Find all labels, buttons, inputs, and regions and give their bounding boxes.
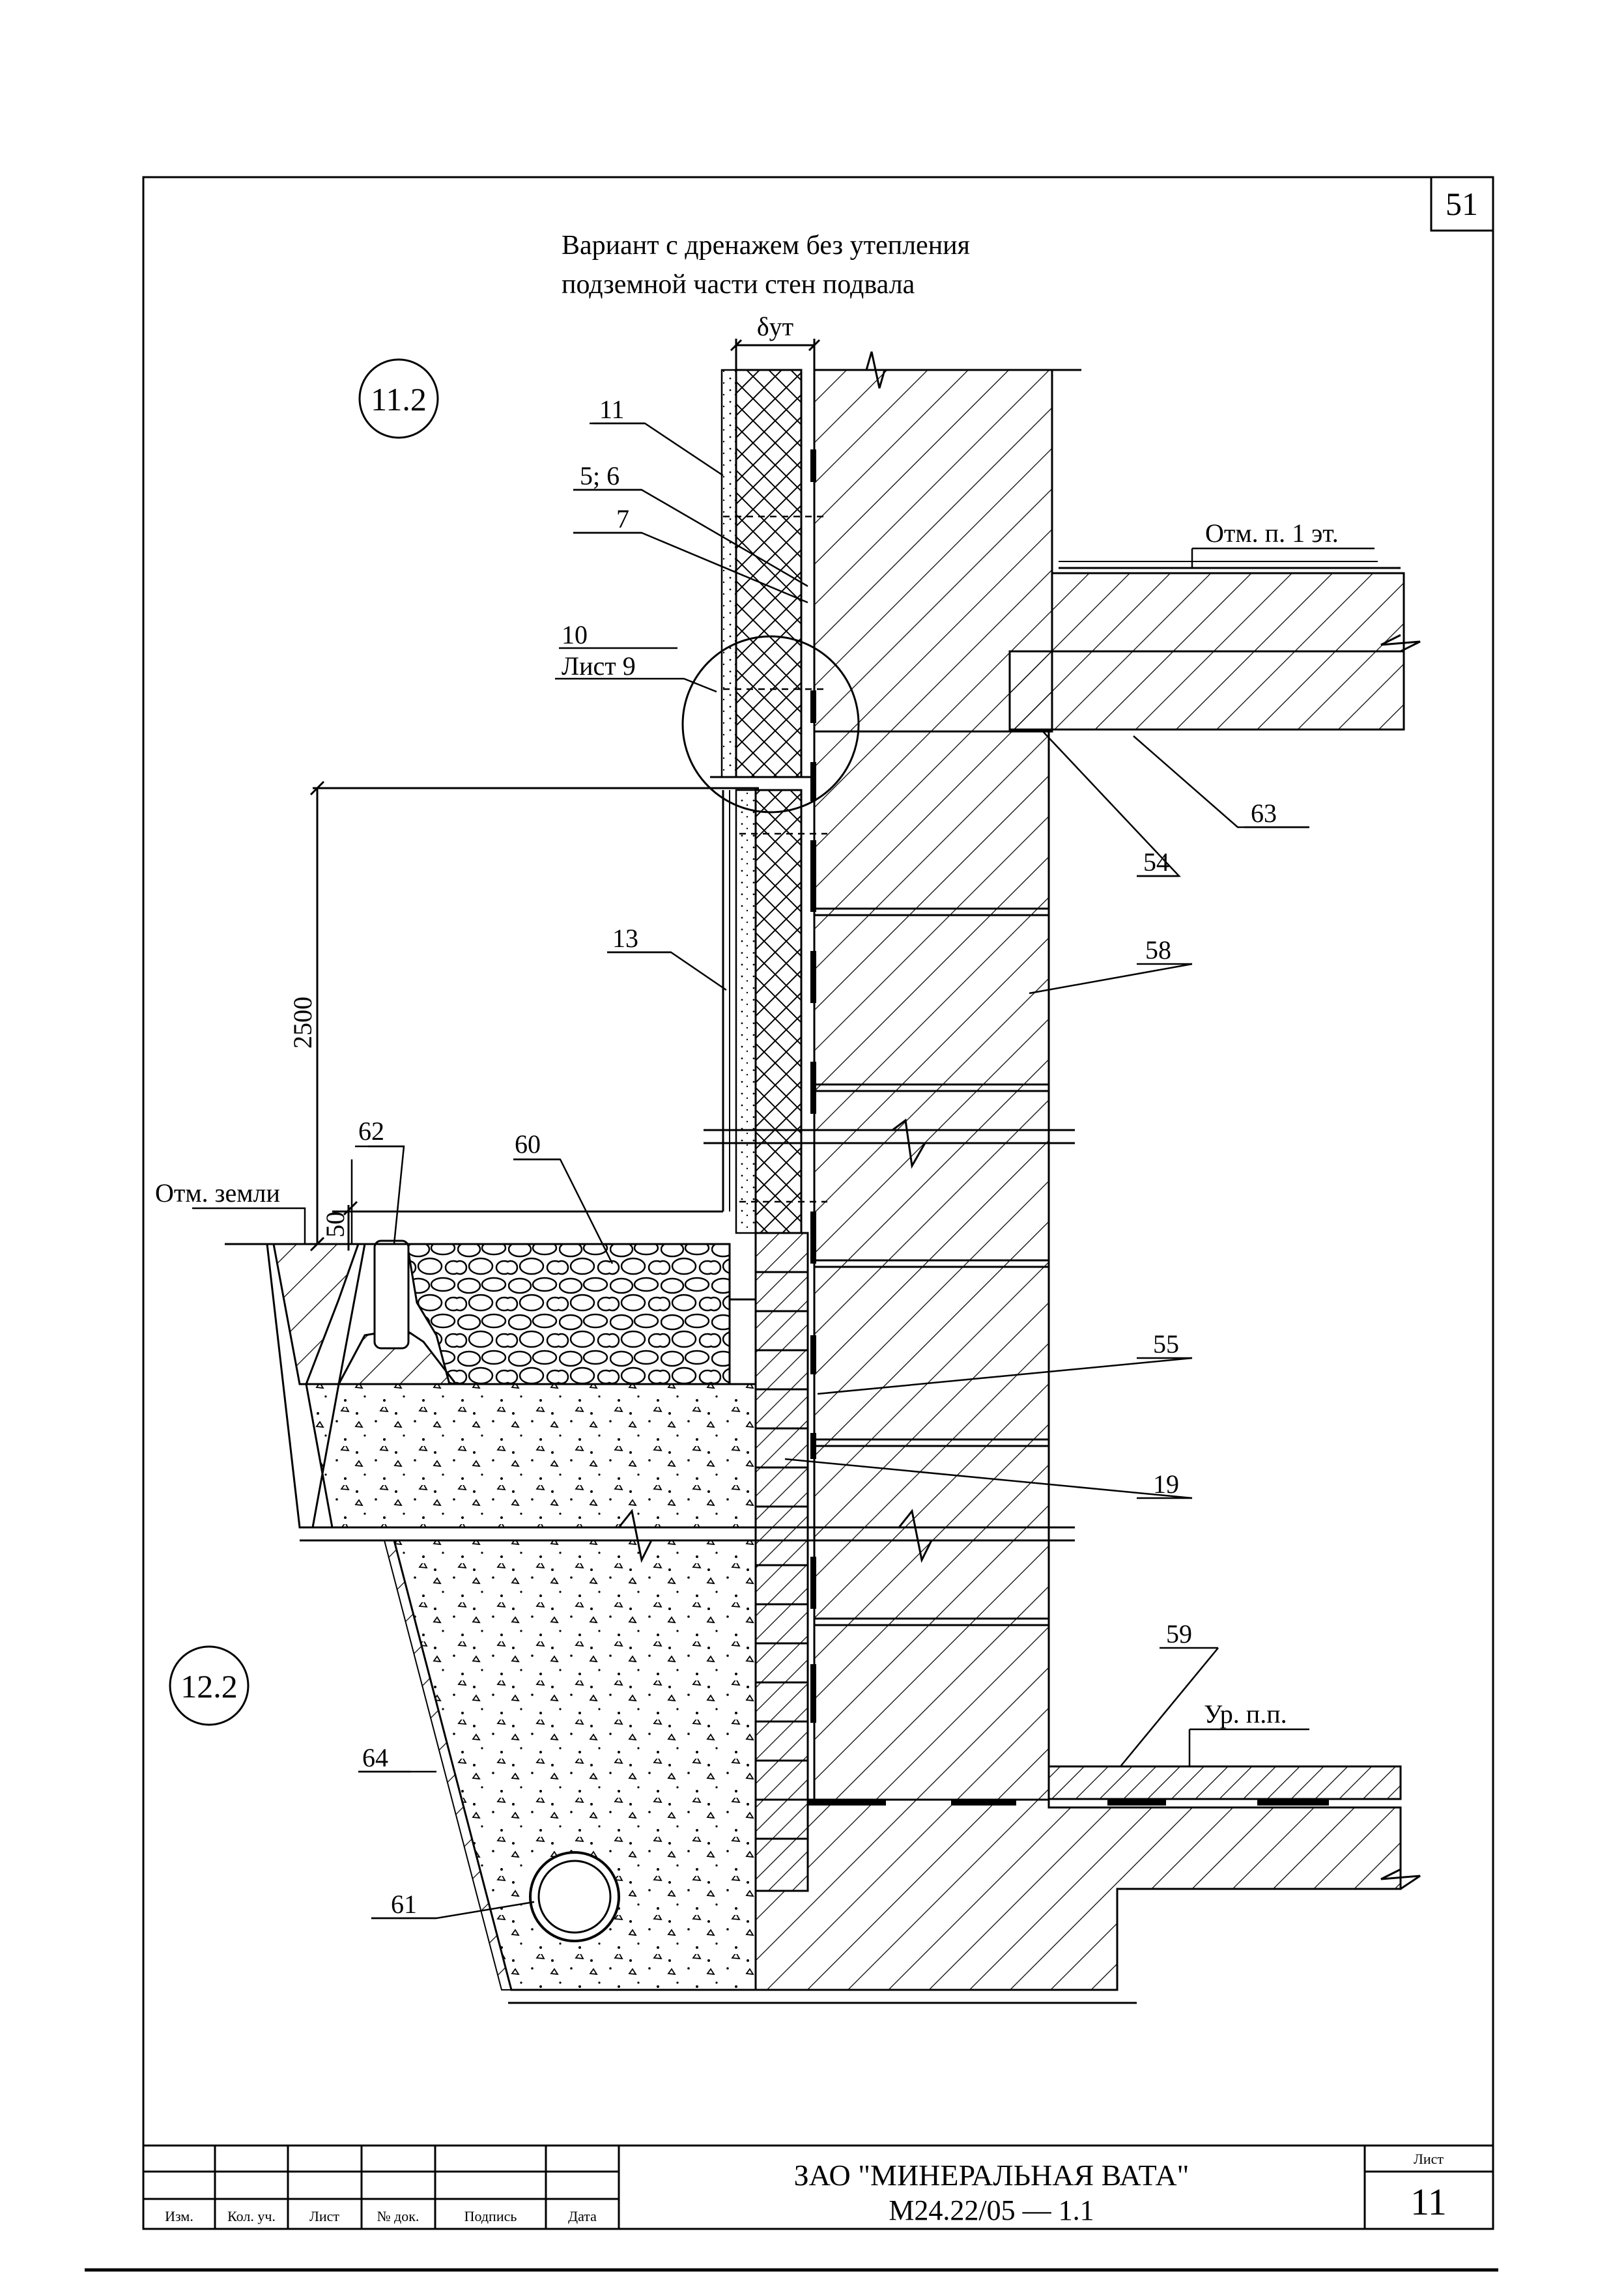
- floor-beam: [1008, 650, 1405, 731]
- basement-floor-slab: [1047, 1765, 1402, 1800]
- label-10: 10: [562, 620, 588, 649]
- foundation: [754, 1798, 1402, 1991]
- basement-wall: [813, 730, 1050, 1801]
- foundation-break: [1380, 1868, 1421, 1890]
- tb-col-doc: № док.: [377, 2208, 420, 2224]
- label-7: 7: [616, 504, 629, 533]
- tb-col-izm: Изм.: [165, 2208, 193, 2224]
- sheet-number-top: 51: [1446, 186, 1478, 222]
- tb-sheet-value: 11: [1410, 2181, 1447, 2223]
- tb-col-sign: Подпись: [464, 2208, 517, 2224]
- tb-col-kol: Кол. уч.: [227, 2208, 276, 2224]
- upper-wall-top-break: [814, 351, 1081, 389]
- title-line2: подземной части стен подвала: [562, 270, 915, 300]
- label-62: 62: [358, 1116, 384, 1146]
- vent-62: [373, 1240, 410, 1350]
- tb-col-date: Дата: [568, 2208, 597, 2224]
- label-61: 61: [391, 1890, 417, 1919]
- label-11: 11: [599, 395, 625, 424]
- label-64: 64: [362, 1743, 388, 1772]
- floor-slab: [1051, 572, 1405, 653]
- label-5-6: 5; 6: [580, 461, 620, 490]
- leader-underlines: [355, 422, 1309, 1920]
- svg-text:11.2: 11.2: [371, 381, 427, 418]
- dim-2500: [309, 780, 759, 1252]
- title-block: [142, 2144, 1494, 2230]
- label-63: 63: [1251, 799, 1277, 828]
- drain-pipe-inner: [537, 1860, 612, 1934]
- label-59: 59: [1166, 1619, 1192, 1649]
- dim-2500-label: 2500: [288, 997, 317, 1049]
- soil-embankment-lower: [383, 1540, 513, 1991]
- dim-50-label: 50: [321, 1211, 350, 1238]
- anchor-dashes: [723, 515, 827, 1203]
- plaster-upper: [720, 369, 737, 778]
- gravel-backfill: [406, 1243, 731, 1385]
- label-19: 19: [1153, 1469, 1179, 1499]
- floor-waterproofing: [808, 1800, 1329, 1806]
- svg-text:12.2: 12.2: [180, 1668, 238, 1705]
- insulation-upper: [735, 369, 803, 778]
- insulation-plinth: [754, 789, 803, 1234]
- callout-12-2: 12.2: [169, 1645, 249, 1726]
- level-basement-floor: Ур. п.п.: [1204, 1699, 1287, 1729]
- level-ground: Отм. земли: [155, 1178, 280, 1208]
- tb-sheet-label: Лист: [1414, 2151, 1444, 2167]
- detail-circle: [681, 635, 860, 814]
- title-line1: Вариант с дренажем без утепления: [562, 231, 970, 261]
- label-13: 13: [612, 924, 638, 953]
- level-floor1: Отм. п. 1 эт.: [1205, 518, 1339, 548]
- plaster-plinth: [735, 789, 757, 1234]
- callout-11-2: 11.2: [358, 358, 439, 439]
- label-58: 58: [1145, 935, 1171, 965]
- dim-insulation: [730, 339, 821, 370]
- tb-col-list: Лист: [309, 2208, 339, 2224]
- sheet-number-box: [1430, 176, 1494, 232]
- label-55: 55: [1153, 1329, 1179, 1359]
- slab-break: [1380, 634, 1421, 653]
- label-60: 60: [515, 1129, 541, 1159]
- label-list9: Лист 9: [562, 651, 636, 681]
- dim-50: [343, 1200, 358, 1251]
- insulation-thickness-label: δут: [757, 312, 793, 341]
- tb-document-code: М24.22/05 — 1.1: [889, 2194, 1094, 2226]
- sand-upper: [305, 1383, 757, 1529]
- waterproofing-strips: [810, 449, 816, 1723]
- block-joints: [814, 907, 1049, 1626]
- protective-bricks: [754, 1232, 809, 1892]
- tb-organization: ЗАО "МИНЕРАЛЬНАЯ ВАТА": [794, 2159, 1190, 2192]
- label-54: 54: [1143, 847, 1169, 877]
